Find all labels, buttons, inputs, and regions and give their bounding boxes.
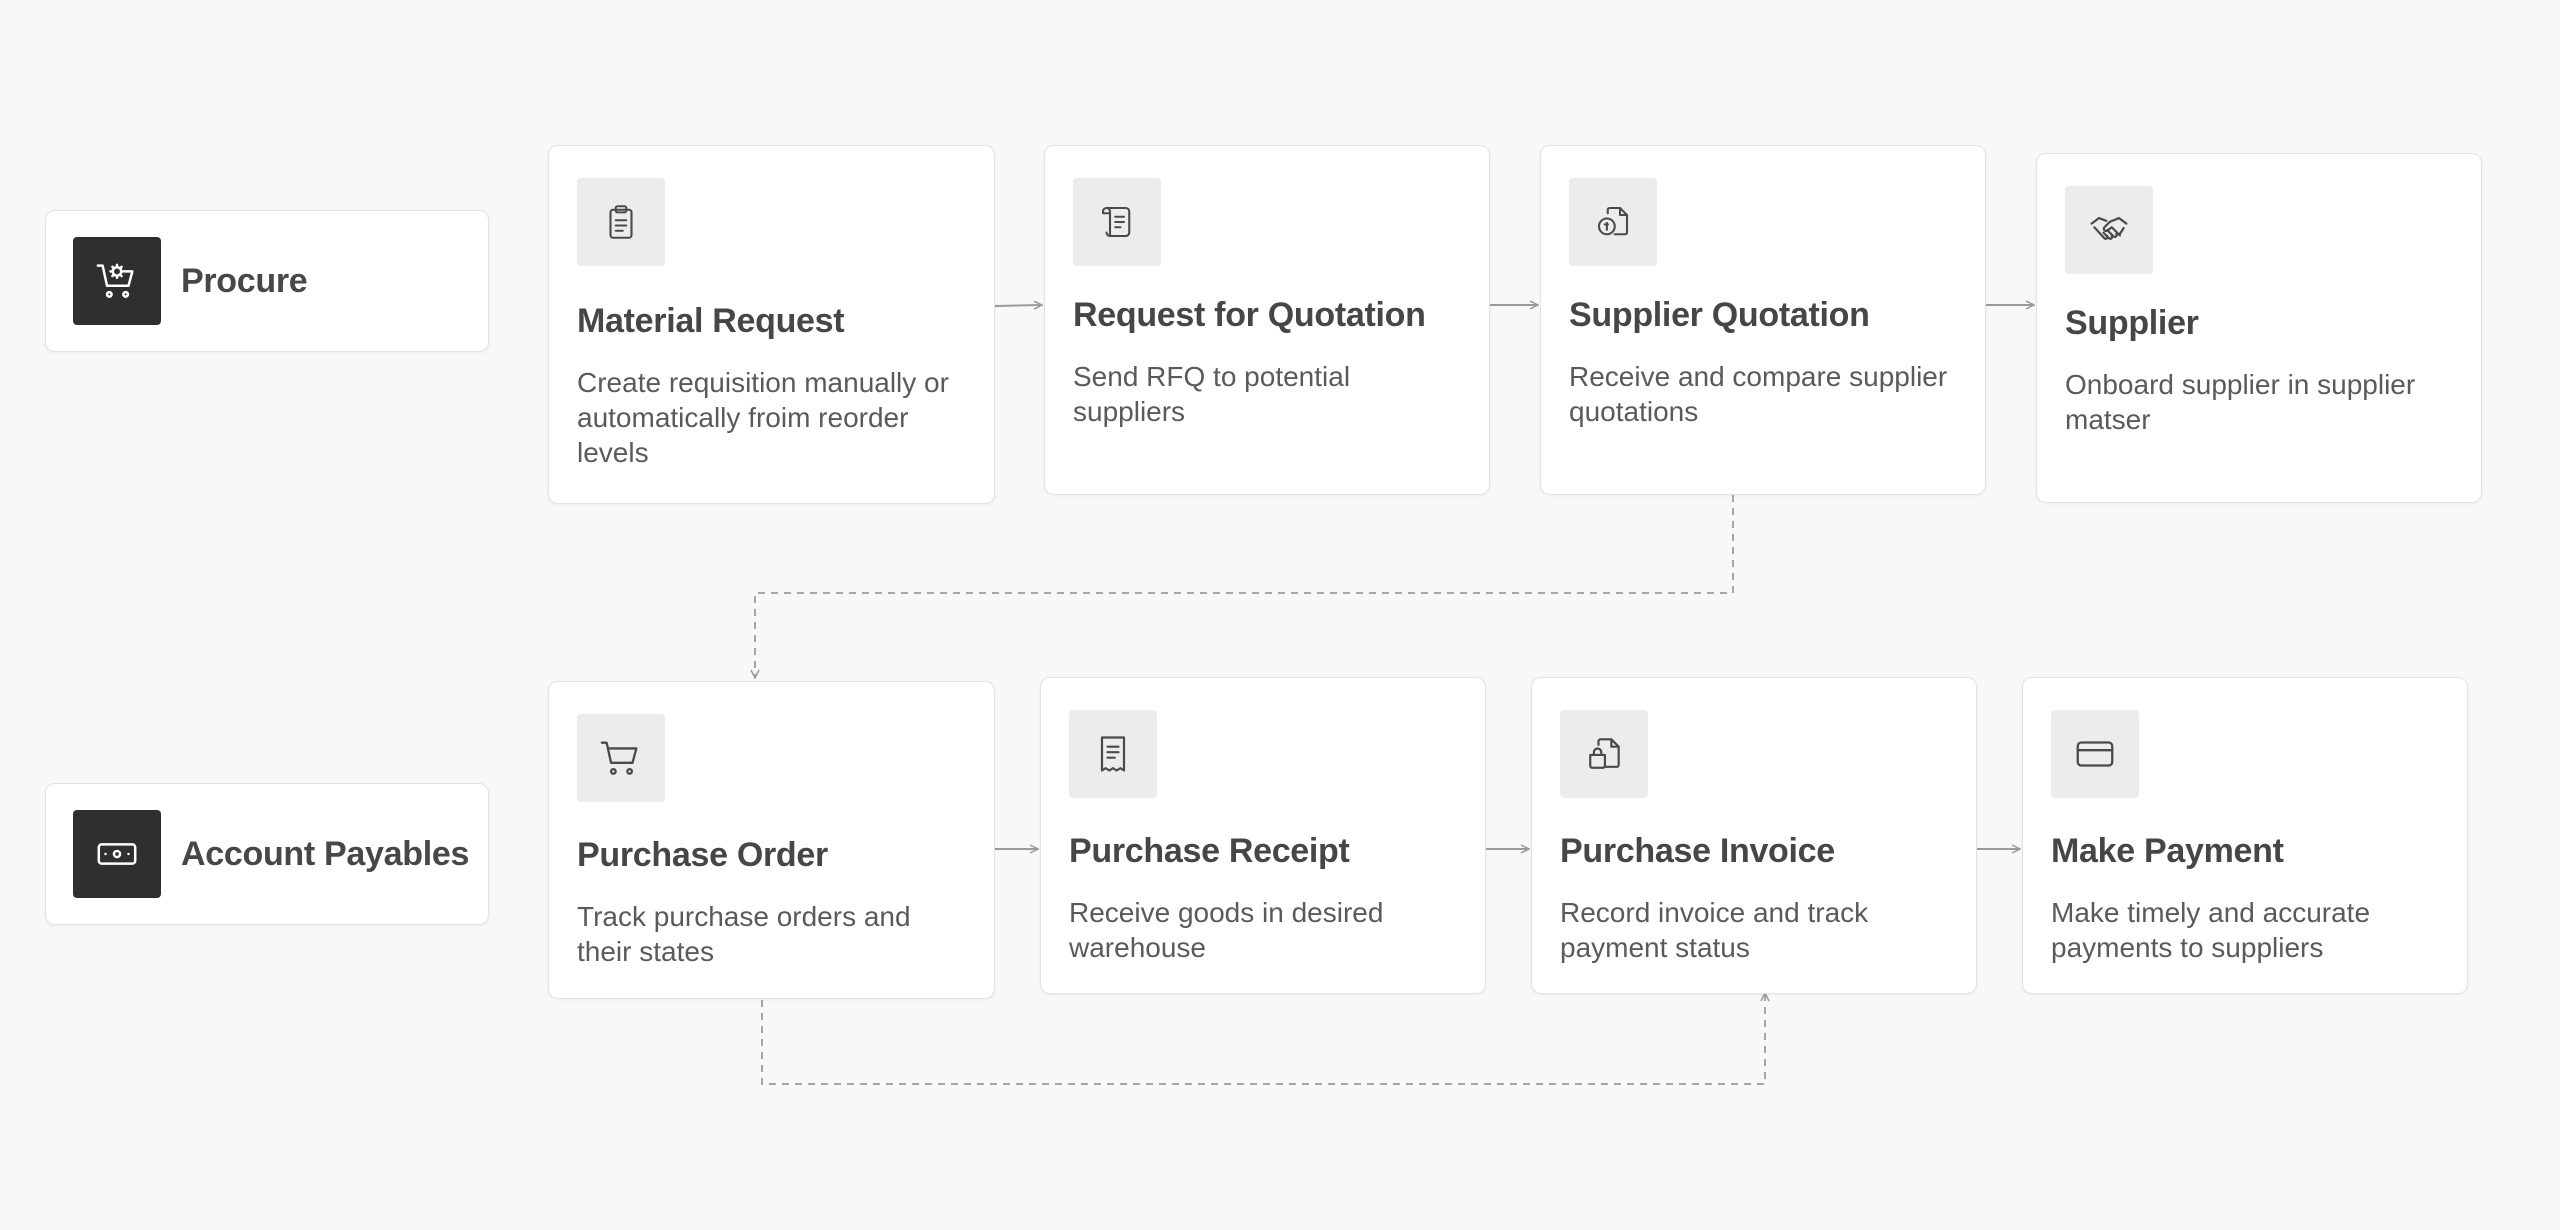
section-label: Procure [181,261,308,300]
credit-card-icon [2051,710,2139,798]
step-card-purchase-receipt[interactable]: Purchase Receipt Receive goods in desire… [1040,677,1486,994]
cart-gear-icon [73,237,161,325]
cart-icon [577,714,665,802]
section-label: Account Payables [181,834,470,873]
step-title: Purchase Invoice [1560,832,1835,870]
section-procure: Procure [45,210,489,352]
invoice-icon [1560,710,1648,798]
connector-material-request-to-rfq [994,305,1042,306]
connector-purchase-order-to-purchase-invoice [761,993,1765,1085]
step-title: Purchase Order [577,836,828,874]
step-description: Receive and compare supplier quotations [1569,361,1948,427]
step-card-make-payment[interactable]: Make Payment Make timely and accurate pa… [2022,677,2468,994]
step-card-supplier-quotation[interactable]: Supplier Quotation Receive and compare s… [1540,145,1986,495]
step-title: Supplier Quotation [1569,296,1870,334]
cash-icon [73,810,161,898]
handshake-icon [2065,186,2153,274]
step-title: Make Payment [2051,832,2284,870]
step-description: Make timely and accurate payments to sup… [2051,897,2371,963]
step-card-supplier[interactable]: Supplier Onboard supplier in supplier ma… [2036,153,2482,503]
step-title: Supplier [2065,304,2199,342]
step-card-request-for-quotation[interactable]: Request for Quotation Send RFQ to potent… [1044,145,1490,495]
step-title: Request for Quotation [1073,296,1426,334]
step-title: Purchase Receipt [1069,832,1350,870]
step-description: Track purchase orders and their states [577,901,911,967]
step-description: Onboard supplier in supplier matser [2065,369,2416,435]
step-card-purchase-invoice[interactable]: Purchase Invoice Record invoice and trac… [1531,677,1977,994]
connector-supplier-quotation-to-purchase-order [755,495,1734,678]
scroll-icon [1073,178,1161,266]
section-account-payables: Account Payables [45,783,489,925]
step-description: Receive goods in desired warehouse [1069,897,1384,963]
receipt-icon [1069,710,1157,798]
step-description: Record invoice and track payment status [1560,897,1869,963]
step-title: Material Request [577,302,845,340]
step-description: Send RFQ to potential suppliers [1073,361,1351,427]
step-card-material-request[interactable]: Material Request Create requisition manu… [548,145,995,504]
quote-document-icon [1569,178,1657,266]
step-card-purchase-order[interactable]: Purchase Order Track purchase orders and… [548,681,995,999]
clipboard-icon [577,178,665,266]
step-description: Create requisition manually or automatic… [577,367,949,468]
